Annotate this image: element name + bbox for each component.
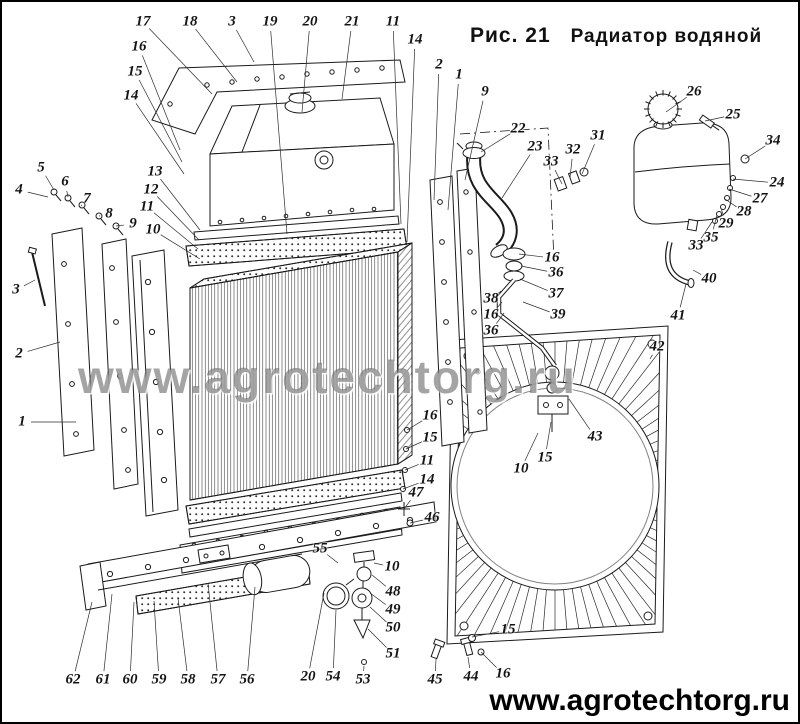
radiator-core (189, 242, 413, 501)
figure-number: Рис. 21 (470, 24, 551, 47)
top-frame-bracket (151, 59, 406, 135)
leader-lines (23, 28, 769, 672)
right-side-plates (429, 167, 488, 447)
site-url[interactable]: www.agrotechtorg.ru (489, 684, 790, 717)
outlet-pipe (242, 555, 355, 610)
expansion-tank (633, 90, 750, 288)
figure-title: Радиатор водяной (570, 26, 763, 47)
upper-tank (209, 91, 395, 227)
figure-caption: Рис. 21 Радиатор водяной (470, 24, 762, 48)
shroud-valve (537, 365, 569, 432)
left-side-plates (51, 227, 179, 517)
left-fasteners (27, 188, 124, 307)
bottom-right-bolts (430, 634, 485, 660)
drain-parts (351, 550, 376, 665)
upper-gasket-and-mesh (185, 215, 408, 267)
fan-shroud-panel (446, 325, 669, 645)
